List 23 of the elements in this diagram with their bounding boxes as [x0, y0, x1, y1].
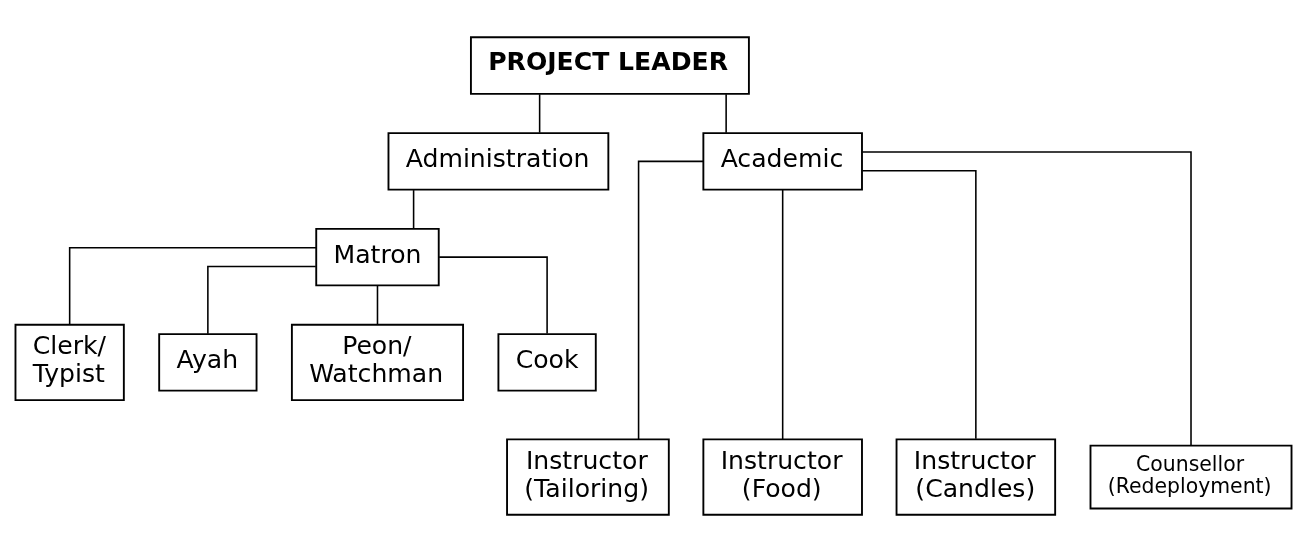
connector	[861, 169, 977, 440]
node-box: PROJECT LEADER	[470, 35, 750, 95]
connector	[725, 93, 727, 133]
connector	[861, 150, 1192, 446]
node-box: Matron	[315, 227, 440, 286]
node-box: Instructor (Food)	[702, 437, 863, 516]
node-box: Ayah	[158, 332, 258, 392]
connector	[538, 93, 541, 133]
node-box: Clerk/ Typist	[14, 323, 125, 401]
connector	[438, 255, 548, 334]
node-box: Academic	[702, 131, 863, 191]
connector	[412, 188, 415, 229]
node-box: Administration	[387, 131, 610, 191]
node-box: Instructor (Candles)	[895, 437, 1057, 516]
connector	[207, 265, 317, 334]
connector	[637, 160, 704, 440]
node-box: Instructor (Tailoring)	[506, 437, 670, 516]
connector	[68, 246, 317, 325]
connector	[376, 284, 379, 325]
connector	[781, 188, 784, 440]
node-box: Cook	[497, 332, 597, 392]
node-box: Counsellor (Redeployment)	[1089, 444, 1293, 509]
node-box: Peon/ Watchman	[290, 323, 464, 401]
